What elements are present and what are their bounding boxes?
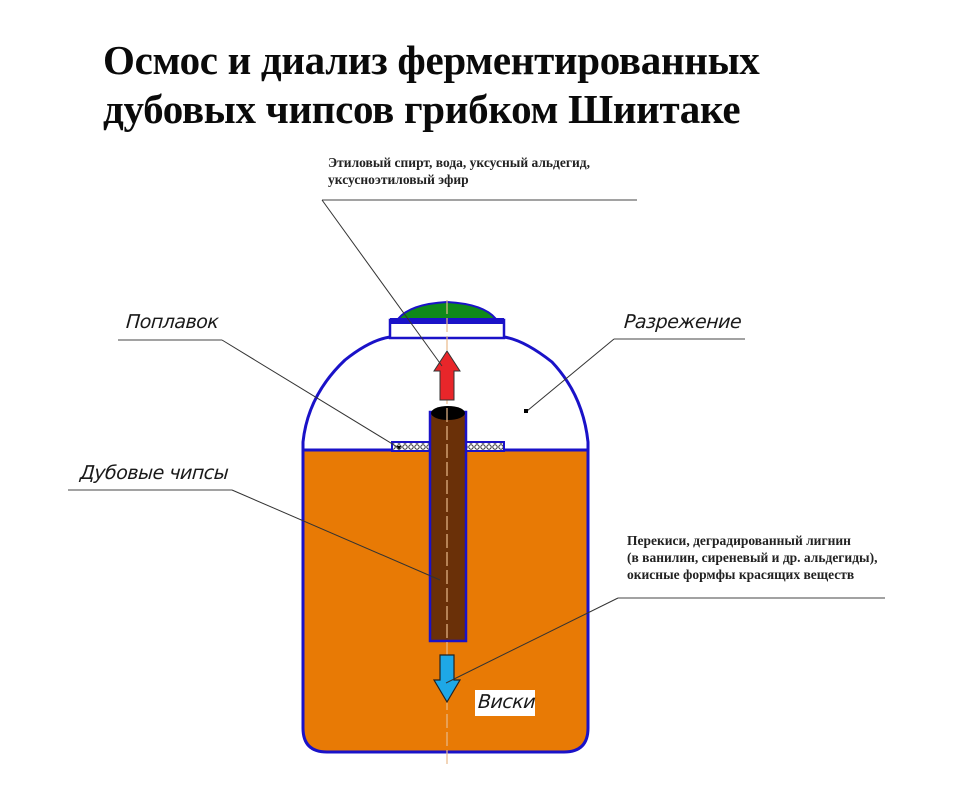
bottom-note-line-1: Перекиси, деградированный лигнин <box>627 533 851 548</box>
tube-opening <box>431 406 465 420</box>
oak-tube <box>428 410 468 643</box>
bottom-note-line-3: окисные формфы красящих веществ <box>627 567 855 582</box>
title-line-2: дубовых чипсов грибком Шиитаке <box>103 86 741 132</box>
diagram-title: Осмос и диализ ферментированных дубовых … <box>103 36 760 134</box>
bottom-note-leader <box>445 597 619 684</box>
top-note-leader <box>321 199 443 367</box>
vacuum-leader-dot <box>524 409 528 413</box>
top-note-line-1: Этиловый спирт, вода, уксусный альдегид, <box>328 155 590 170</box>
top-note-line-2: уксусноэтиловый эфир <box>328 172 469 187</box>
whisky-label: Виски <box>477 691 536 713</box>
vacuum-leader <box>526 338 615 412</box>
bottom-note-line-2: (в ванилин, сиреневый и др. альдегиды), <box>627 550 878 565</box>
bottom-note: Перекиси, деградированный лигнин (в вани… <box>627 532 877 583</box>
title-line-1: Осмос и диализ ферментированных <box>103 37 760 83</box>
oak-chips-label: Дубовые чипсы <box>79 462 230 484</box>
chips-leader <box>231 489 441 581</box>
arrow-down-icon <box>432 654 462 704</box>
float-label: Поплавок <box>125 311 220 333</box>
top-note: Этиловый спирт, вода, уксусный альдегид,… <box>328 154 590 188</box>
float-leader-dot <box>397 446 401 450</box>
float-pad-right <box>465 441 505 452</box>
whisky-label-box <box>475 690 535 716</box>
vacuum-label: Разрежение <box>623 311 743 333</box>
float-leader <box>221 339 400 449</box>
